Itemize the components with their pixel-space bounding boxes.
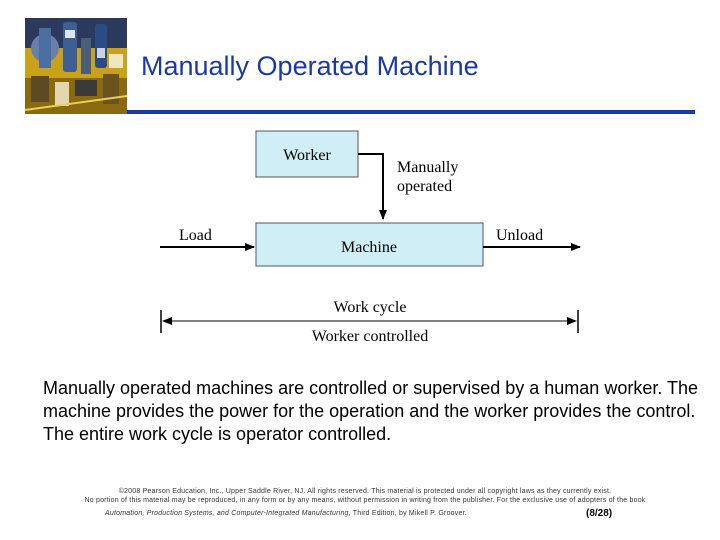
load-label: Load: [179, 227, 212, 244]
title-underline: [127, 110, 695, 114]
worker-box: [255, 130, 359, 178]
work-cycle-label: Work cycle: [334, 299, 407, 316]
book-citation: Automation, Production Systems, and Comp…: [105, 510, 467, 517]
manual-operation-arrow: [358, 153, 387, 220]
worker-label: Worker: [283, 147, 331, 164]
description-paragraph: Manually operated machines are controlle…: [43, 378, 699, 444]
unload-label: Unload: [496, 227, 543, 244]
operated-label: operated: [397, 178, 452, 195]
header-photo: [25, 18, 127, 114]
manually-label: Manually: [397, 159, 458, 176]
slide-title: Manually Operated Machine: [141, 51, 479, 81]
process-diagram: Worker Manually operated Machine Load Un…: [160, 130, 581, 345]
worker-controlled-label: Worker controlled: [312, 328, 428, 345]
book-edition: Third Edition, by Mikell P. Groover.: [350, 510, 467, 517]
electronics-photo-image: [25, 18, 127, 114]
copyright-line: ©2008 Pearson Education, Inc., Upper Sad…: [118, 488, 612, 495]
machine-box: [255, 222, 484, 267]
machine-label: Machine: [341, 239, 397, 256]
page-number: (8/28): [586, 508, 613, 519]
book-title: Automation, Production Systems, and Comp…: [105, 510, 351, 517]
permission-line: No portion of this material may be repro…: [84, 497, 646, 504]
